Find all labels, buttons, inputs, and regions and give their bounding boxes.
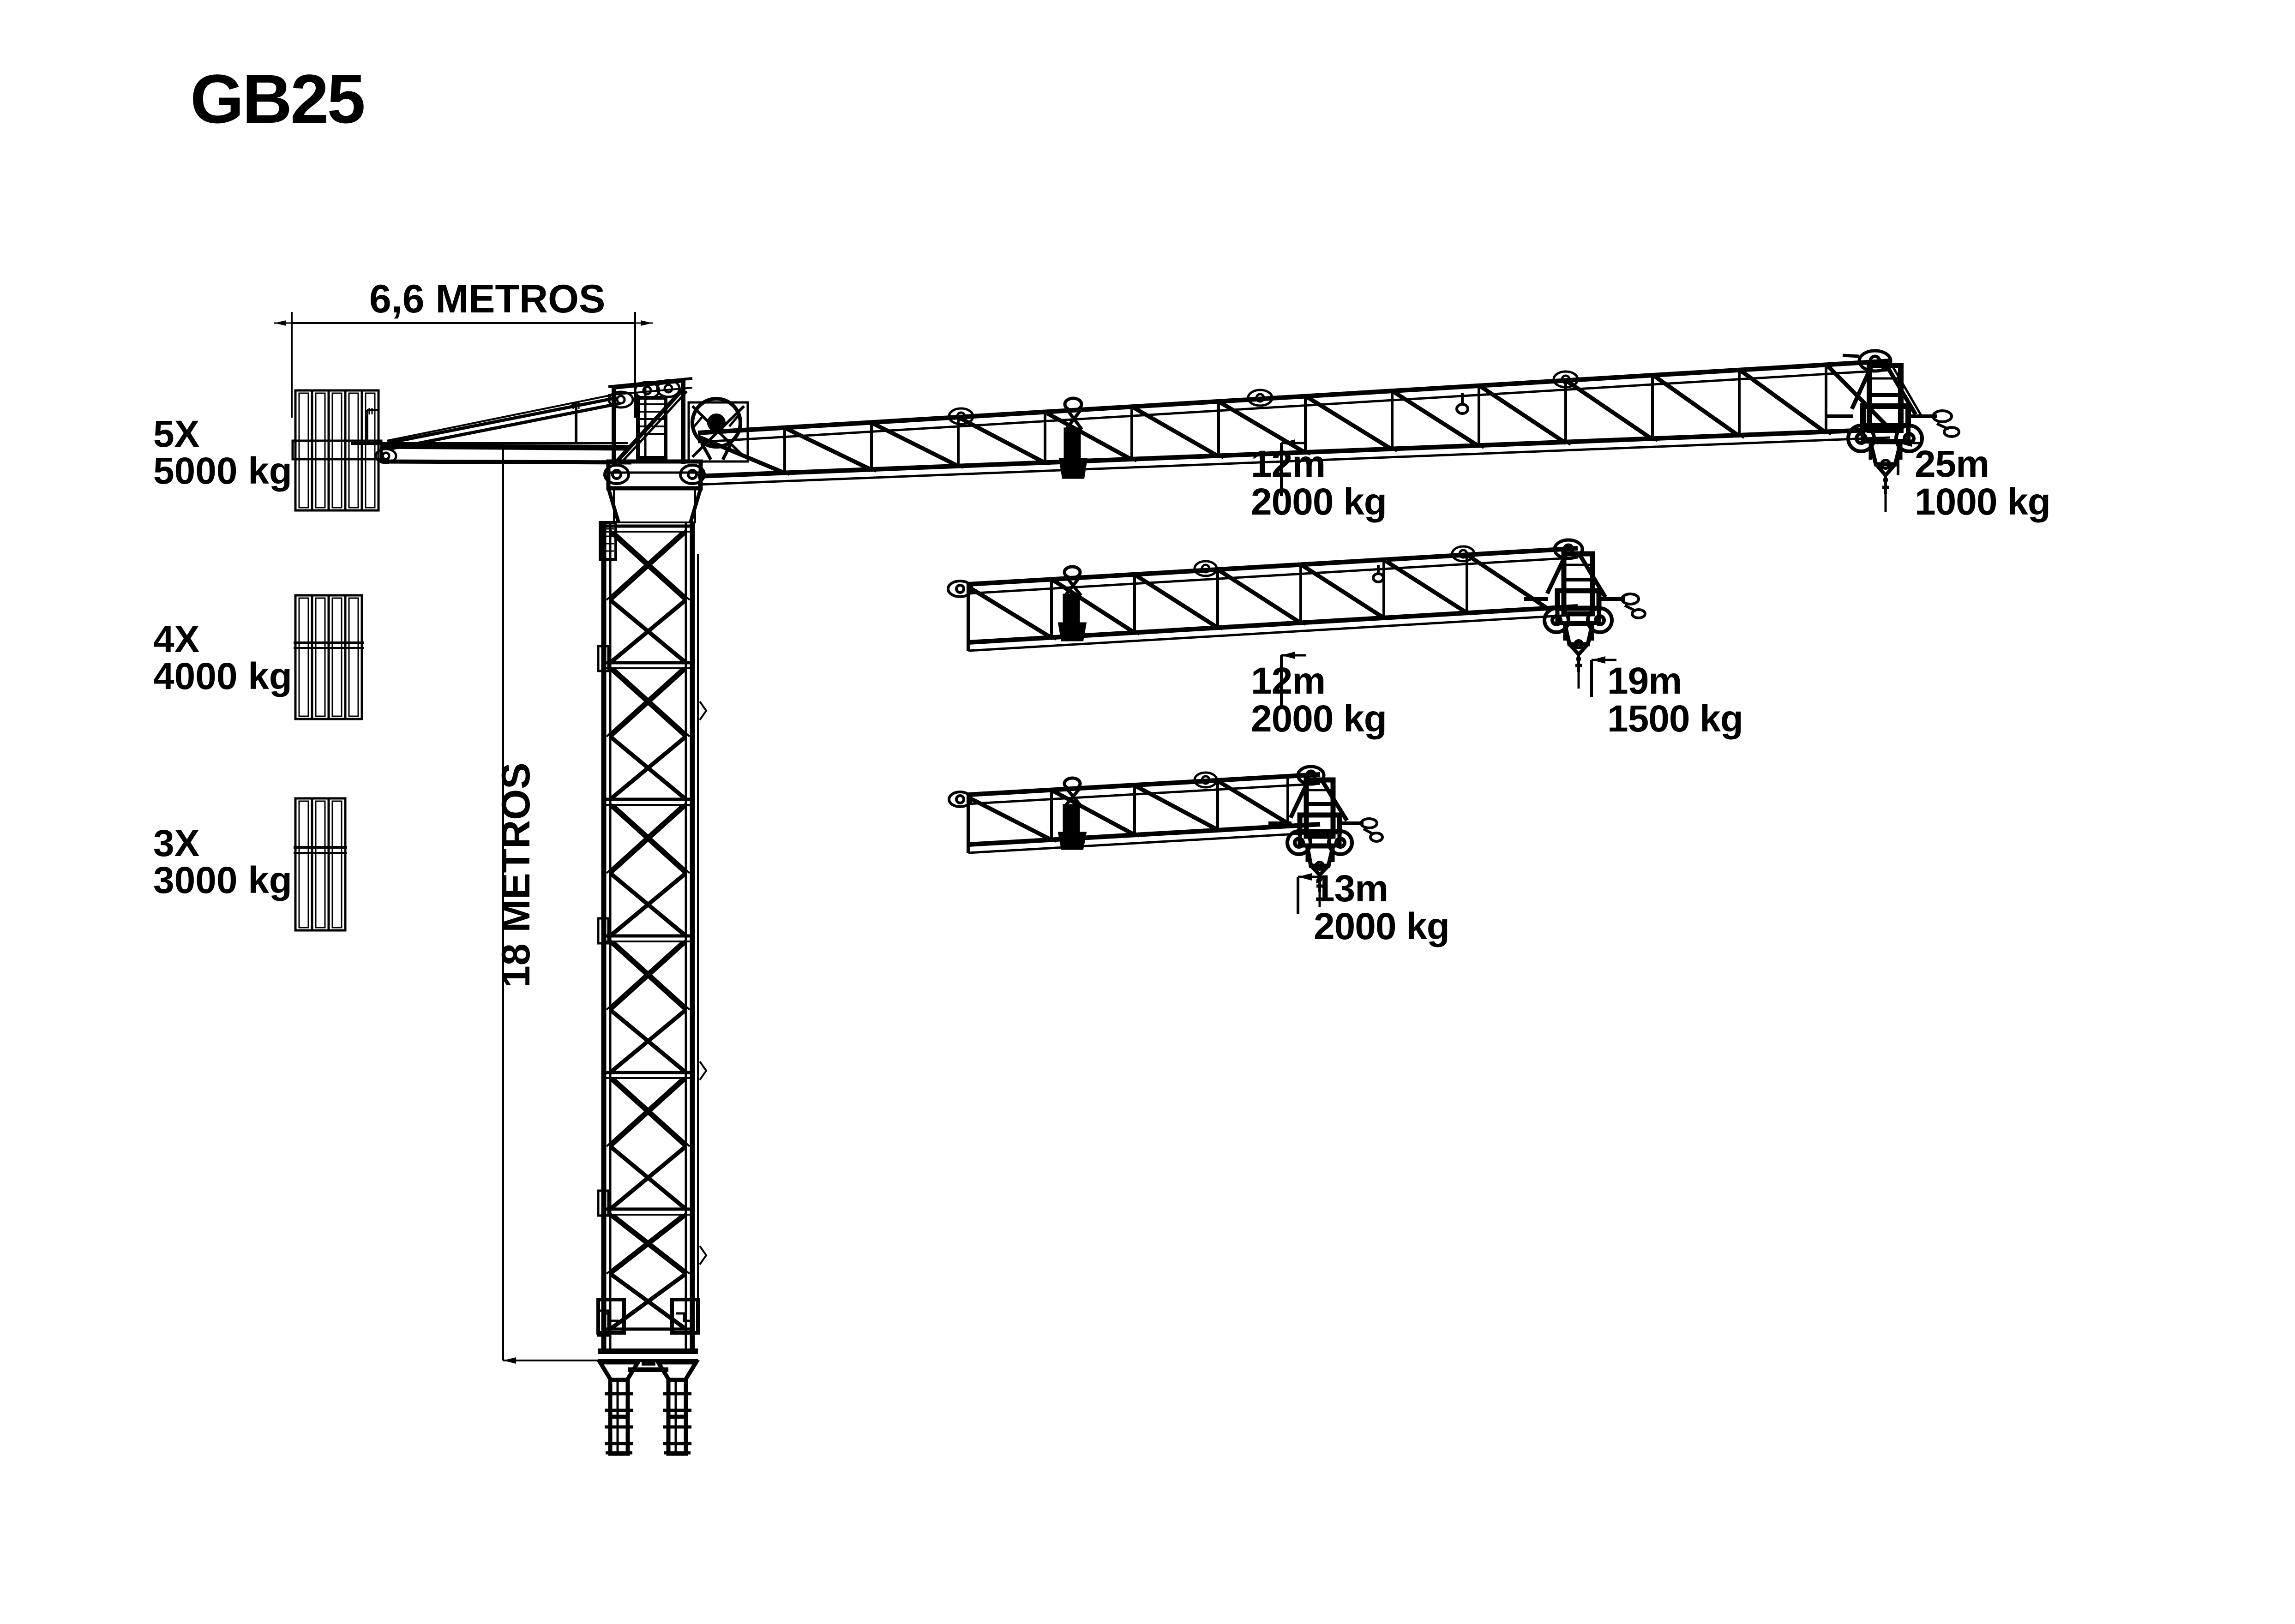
- counter-jib-assembly: [350, 390, 634, 465]
- counterweight-stack-4x: [294, 594, 364, 720]
- jib-13m-tip-capacity: 2000 kg: [1314, 905, 1450, 947]
- jib-13m-assembly: [948, 771, 1321, 854]
- counterweight-3x-count: 3X: [153, 822, 200, 864]
- counterweight-5x-count: 5X: [153, 413, 200, 455]
- jib-25m-tip-radius: 25m: [1915, 443, 1989, 485]
- jib-19m-tip-trolley-hook: [1524, 538, 1646, 689]
- counterweight-5x-mass: 5000 kg: [153, 450, 292, 492]
- jib-25m-tip-capacity: 1000 kg: [1915, 481, 2051, 523]
- callout-arrows: [1280, 439, 1923, 914]
- jib-19m-mid-radius: 12m: [1251, 660, 1326, 702]
- jib-19m-tip-radius: 19m: [1607, 660, 1682, 702]
- counterweight-stack-3x: [294, 797, 347, 932]
- jib-19m-assembly: [947, 545, 1578, 652]
- dimension-counter-jib-span: [274, 312, 653, 418]
- jib-25m-mid-radius: 12m: [1251, 443, 1326, 485]
- counterweight-3x-mass: 3000 kg: [153, 859, 292, 901]
- jib-25m-mid-capacity: 2000 kg: [1251, 481, 1387, 523]
- page-title: GB25: [190, 60, 366, 138]
- counterweight-stack-5x: [291, 389, 383, 512]
- jib-25m-root-trolley: [1058, 396, 1088, 479]
- jib-13m-tip-radius: 13m: [1314, 868, 1388, 910]
- jib-19m-tip-capacity: 1500 kg: [1607, 698, 1743, 740]
- counterweight-4x-mass: 4000 kg: [153, 655, 292, 697]
- dimension-label-counter-jib-span: 6,6 METROS: [369, 277, 606, 321]
- jib-13m-tip-trolley-hook: [1268, 765, 1384, 907]
- mast-lattice-tower: [596, 522, 708, 1352]
- mast-base-feet: [596, 1348, 700, 1456]
- jib-19m-mid-capacity: 2000 kg: [1251, 698, 1387, 740]
- jib-25m-assembly: [697, 359, 1892, 486]
- jib-25m-tip-trolley-hook: [1826, 349, 1960, 512]
- dimension-label-mast-height: 18 METROS: [494, 762, 538, 988]
- counterweight-4x-count: 4X: [153, 618, 200, 660]
